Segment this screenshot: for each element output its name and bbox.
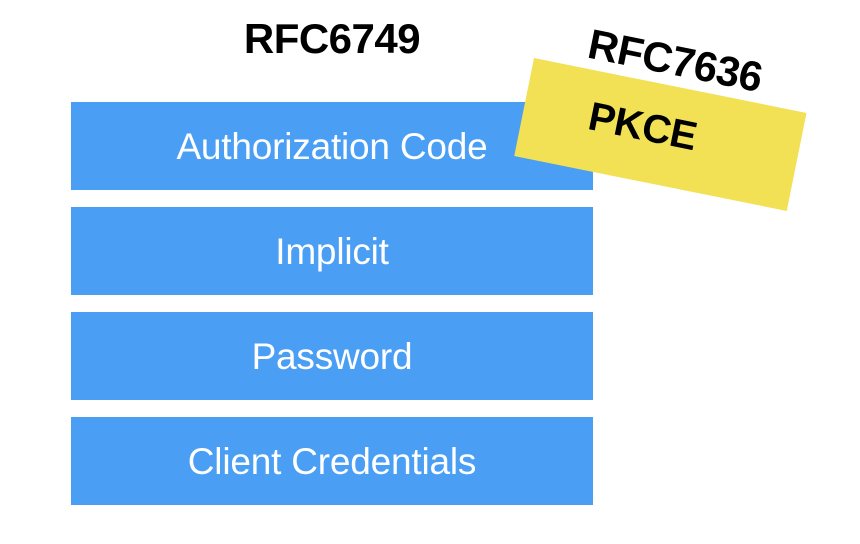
grant-type-bar-implicit[interactable]: Implicit	[71, 207, 593, 295]
spec-title-rfc6749: RFC6749	[243, 15, 421, 62]
grant-type-bar-authorization-code[interactable]: Authorization Code	[71, 102, 593, 190]
grant-type-bar-password[interactable]: Password	[71, 312, 593, 400]
grant-type-list: Authorization Code Implicit Password Cli…	[71, 102, 593, 505]
grant-type-label: Authorization Code	[176, 125, 488, 167]
grant-type-label: Client Credentials	[187, 440, 477, 482]
grant-type-label: Password	[251, 335, 413, 377]
grant-type-label: Implicit	[275, 230, 389, 272]
grant-type-bar-client-credentials[interactable]: Client Credentials	[71, 417, 593, 505]
